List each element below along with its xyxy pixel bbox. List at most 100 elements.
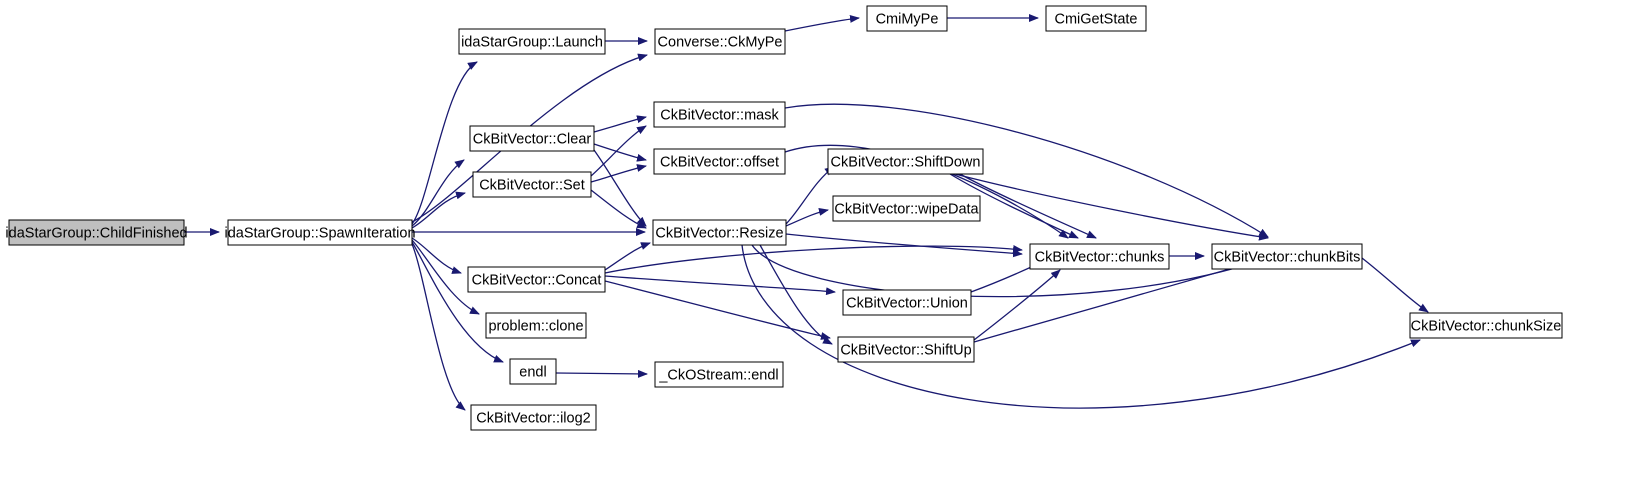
graph-node-spawniteration[interactable]: idaStarGroup::SpawnIteration [224, 219, 416, 246]
call-edge-spawniteration-to-endl [411, 241, 504, 363]
graph-node-wipedata[interactable]: CkBitVector::wipeData [832, 195, 981, 222]
graph-node-ckostreamendl[interactable]: _CkOStream::endl [654, 361, 784, 388]
node-box-wipedata[interactable] [832, 195, 981, 222]
call-edge-clear-to-resize [593, 149, 647, 227]
node-label-resize: CkBitVector::Resize [655, 225, 783, 241]
node-label-clone: problem::clone [488, 318, 583, 334]
call-edge-set-to-offset [590, 164, 647, 183]
call-edge-set-to-resize [590, 189, 647, 229]
graph-node-clear[interactable]: CkBitVector::Clear [469, 125, 595, 152]
call-edge-clear-to-offset [593, 143, 647, 162]
node-box-chunksize[interactable] [1409, 312, 1563, 339]
call-edge-spawniteration-to-ilog2 [411, 243, 466, 411]
node-box-clear[interactable] [469, 125, 595, 152]
node-box-ckostreamendl[interactable] [654, 361, 784, 388]
node-label-shiftup: CkBitVector::ShiftUp [840, 342, 971, 358]
node-box-chunks[interactable] [1029, 243, 1170, 270]
node-box-cmimype[interactable] [866, 5, 948, 32]
node-label-mask: CkBitVector::mask [660, 107, 779, 123]
node-label-ckmype: Converse::CkMyPe [658, 34, 783, 50]
node-label-concat: CkBitVector::Concat [472, 272, 602, 288]
call-edge-shiftdown-to-chunkbits [954, 173, 1269, 241]
call-edge-resize-to-chunks [785, 233, 1023, 258]
node-label-ckostreamendl: _CkOStream::endl [658, 367, 778, 383]
node-box-endl[interactable] [509, 358, 557, 385]
node-label-childfinished: idaStarGroup::ChildFinished [5, 225, 187, 241]
node-box-resize[interactable] [652, 219, 787, 246]
graph-node-chunkbits[interactable]: CkBitVector::chunkBits [1211, 243, 1363, 270]
graph-node-chunks[interactable]: CkBitVector::chunks [1029, 243, 1170, 270]
call-edge-spawniteration-to-launch [411, 61, 478, 225]
node-label-ilog2: CkBitVector::ilog2 [476, 410, 590, 426]
call-edge-spawniteration-to-clone [411, 239, 480, 315]
call-edge-concat-to-resize [604, 242, 651, 271]
node-label-endl: endl [519, 364, 546, 380]
graph-node-cmigetstate[interactable]: CmiGetState [1045, 5, 1147, 32]
graph-node-resize[interactable]: CkBitVector::Resize [652, 219, 787, 246]
graph-node-ilog2[interactable]: CkBitVector::ilog2 [470, 404, 597, 431]
node-label-wipedata: CkBitVector::wipeData [834, 201, 979, 217]
node-box-union[interactable] [842, 289, 972, 316]
graph-node-launch[interactable]: idaStarGroup::Launch [458, 28, 606, 55]
node-label-chunks: CkBitVector::chunks [1035, 249, 1165, 265]
call-edge-chunkbits-to-chunksize [1361, 257, 1429, 313]
node-box-clone[interactable] [485, 312, 587, 339]
node-box-set[interactable] [472, 171, 592, 198]
call-edge-spawniteration-to-concat [411, 237, 462, 274]
graph-node-childfinished[interactable]: idaStarGroup::ChildFinished [5, 219, 188, 246]
node-box-cmigetstate[interactable] [1045, 5, 1147, 32]
node-box-offset[interactable] [653, 148, 786, 175]
node-box-launch[interactable] [458, 28, 606, 55]
graph-node-union[interactable]: CkBitVector::Union [842, 289, 972, 316]
node-label-cmimype: CmiMyPe [876, 11, 939, 27]
node-box-chunkbits[interactable] [1211, 243, 1363, 270]
nodes-layer: idaStarGroup::ChildFinished idaStarGroup:… [5, 5, 1563, 431]
call-edge-mask-to-chunkbits [784, 103, 1269, 238]
call-edge-set-to-mask [590, 125, 647, 177]
call-edge-spawniteration-to-clear [411, 159, 465, 227]
graph-node-mask[interactable]: CkBitVector::mask [653, 101, 786, 128]
call-edge-shiftdown-to-chunks [949, 173, 1079, 239]
call-edge-resize-to-wipedata [785, 207, 829, 227]
node-box-shiftup[interactable] [837, 336, 975, 363]
graph-node-ckmype[interactable]: Converse::CkMyPe [654, 28, 786, 55]
node-label-launch: idaStarGroup::Launch [461, 34, 603, 50]
node-label-set: CkBitVector::Set [479, 177, 585, 193]
node-label-chunkbits: CkBitVector::chunkBits [1214, 249, 1361, 265]
node-box-childfinished[interactable] [8, 219, 185, 246]
graph-node-clone[interactable]: problem::clone [485, 312, 587, 339]
graph-node-set[interactable]: CkBitVector::Set [472, 171, 592, 198]
call-edge-resize-to-shiftup [759, 244, 833, 345]
call-edge-clear-to-mask [593, 115, 647, 133]
call-edge-shiftup-to-chunks [973, 269, 1061, 341]
call-edge-concat-to-union [604, 275, 836, 296]
node-box-spawniteration[interactable] [227, 219, 413, 246]
node-box-shiftdown[interactable] [827, 148, 984, 175]
graph-node-chunksize[interactable]: CkBitVector::chunkSize [1409, 312, 1563, 339]
call-edge-concat-to-chunks [604, 245, 1023, 274]
node-box-mask[interactable] [653, 101, 786, 128]
node-label-cmigetstate: CmiGetState [1055, 11, 1138, 27]
node-label-union: CkBitVector::Union [846, 295, 968, 311]
call-edge-ckmype-to-cmimype [784, 14, 860, 32]
call-edge-spawniteration-to-set [411, 191, 466, 229]
edges-layer [184, 14, 1429, 411]
call-edge-endl-to-ckostreamendl [555, 369, 648, 378]
node-box-ilog2[interactable] [470, 404, 597, 431]
node-label-chunksize: CkBitVector::chunkSize [1411, 318, 1562, 334]
node-label-shiftdown: CkBitVector::ShiftDown [831, 154, 981, 170]
graph-node-shiftdown[interactable]: CkBitVector::ShiftDown [827, 148, 984, 175]
graph-node-cmimype[interactable]: CmiMyPe [866, 5, 948, 32]
graph-node-offset[interactable]: CkBitVector::offset [653, 148, 786, 175]
node-box-concat[interactable] [467, 266, 606, 293]
node-box-ckmype[interactable] [654, 28, 786, 55]
graph-node-concat[interactable]: CkBitVector::Concat [467, 266, 606, 293]
node-label-spawniteration: idaStarGroup::SpawnIteration [224, 225, 415, 241]
node-label-offset: CkBitVector::offset [660, 154, 779, 170]
call-edge-resize-to-chunksize [741, 244, 1421, 409]
graph-node-endl[interactable]: endl [509, 358, 557, 385]
call-edge-shiftdown-to-chunks [959, 173, 1097, 239]
graph-node-shiftup[interactable]: CkBitVector::ShiftUp [837, 336, 975, 363]
